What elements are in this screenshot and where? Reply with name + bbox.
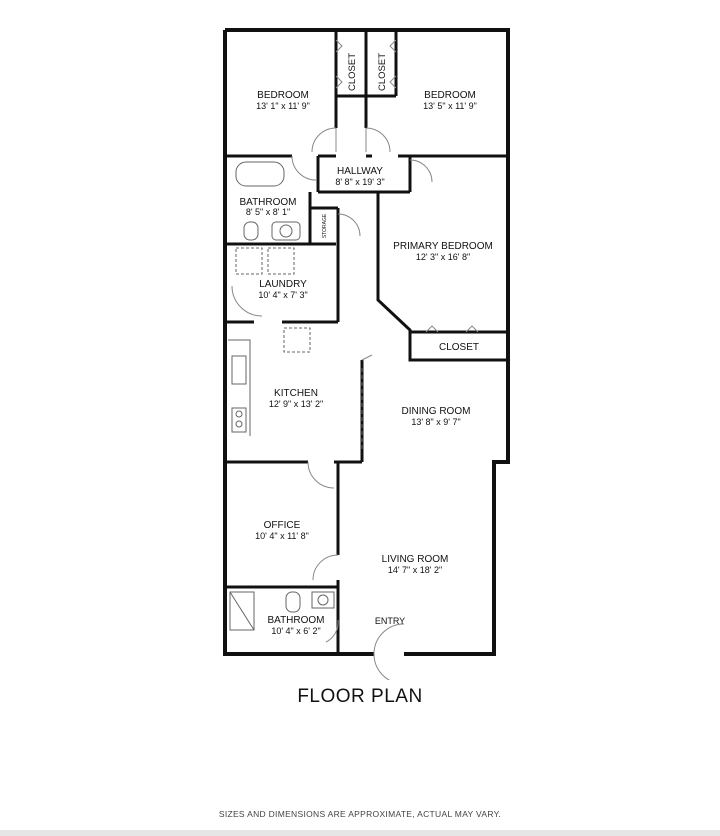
room-dims-primary-bedroom: 12' 3" x 16' 8" bbox=[416, 252, 470, 262]
room-name-kitchen: KITCHEN bbox=[274, 388, 318, 399]
room-name-bathroom-lower: BATHROOM bbox=[267, 615, 324, 626]
room-name-bedroom-left: BEDROOM bbox=[257, 90, 309, 101]
interior-walls bbox=[225, 30, 508, 654]
room-name-hallway: HALLWAY bbox=[337, 166, 383, 177]
room-name-laundry: LAUNDRY bbox=[259, 279, 307, 290]
room-labels: BEDROOM 13' 1" x 11' 9" BEDROOM 13' 5" x… bbox=[239, 53, 492, 636]
room-name-dining-room: DINING ROOM bbox=[402, 406, 471, 417]
room-dims-dining-room: 13' 8" x 9' 7" bbox=[411, 417, 460, 427]
room-name-closet-primary: CLOSET bbox=[439, 342, 479, 353]
room-name-closet-right: CLOSET bbox=[377, 53, 388, 91]
floor-plan: BEDROOM 13' 1" x 11' 9" BEDROOM 13' 5" x… bbox=[223, 28, 510, 680]
room-name-storage: STORAGE bbox=[322, 213, 328, 238]
room-dims-living-room: 14' 7" x 18' 2" bbox=[388, 565, 442, 575]
disclaimer-text: SIZES AND DIMENSIONS ARE APPROXIMATE, AC… bbox=[218, 809, 502, 819]
room-dims-bathroom-upper: 8' 5" x 8' 1" bbox=[246, 207, 290, 217]
room-name-primary-bedroom: PRIMARY BEDROOM bbox=[393, 241, 493, 252]
room-name-living-room: LIVING ROOM bbox=[382, 554, 449, 565]
room-dims-bedroom-left: 13' 1" x 11' 9" bbox=[256, 101, 310, 111]
room-dims-hallway: 8' 8" x 19' 3" bbox=[335, 177, 384, 187]
room-dims-kitchen: 12' 9" x 13' 2" bbox=[269, 399, 323, 409]
doors bbox=[231, 39, 479, 680]
bottom-strip bbox=[0, 830, 720, 836]
room-name-bathroom-upper: BATHROOM bbox=[239, 197, 296, 208]
room-name-closet-left: CLOSET bbox=[347, 53, 358, 91]
room-name-office: OFFICE bbox=[264, 520, 301, 531]
room-name-entry: ENTRY bbox=[375, 616, 405, 626]
room-name-bedroom-right: BEDROOM bbox=[424, 90, 476, 101]
plan-title: FLOOR PLAN bbox=[297, 686, 423, 707]
fixtures bbox=[228, 161, 363, 631]
exterior-walls bbox=[223, 28, 510, 656]
room-dims-bathroom-lower: 10' 4" x 6' 2" bbox=[271, 626, 320, 636]
room-dims-laundry: 10' 4" x 7' 3" bbox=[258, 290, 307, 300]
room-dims-bedroom-right: 13' 5" x 11' 9" bbox=[423, 101, 477, 111]
room-dims-office: 10' 4" x 11' 8" bbox=[255, 531, 309, 541]
